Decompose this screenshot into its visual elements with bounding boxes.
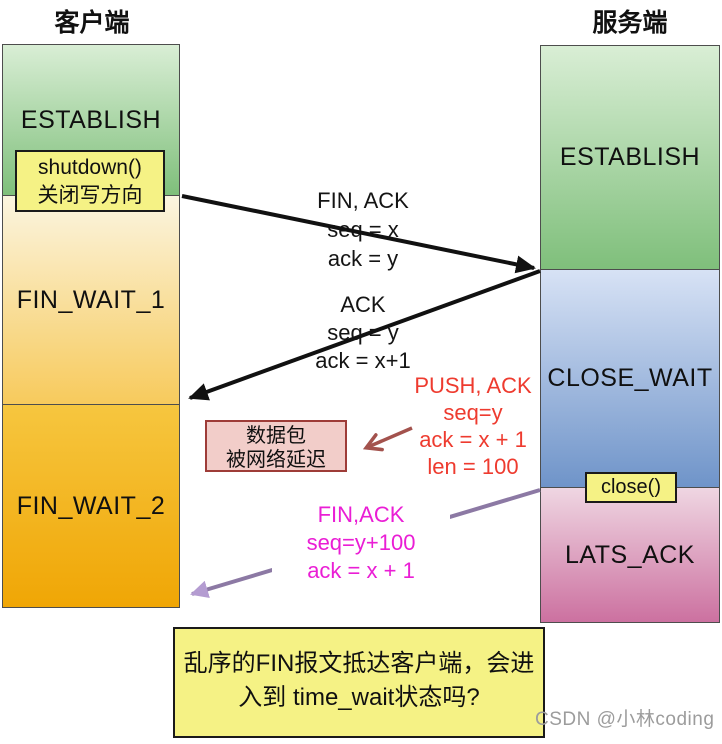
question-note: 乱序的FIN报文抵达客户端，会进 入到 time_wait状态吗?: [173, 627, 545, 738]
client-state-fin-wait-1: FIN_WAIT_1: [2, 196, 180, 405]
state-label: ESTABLISH: [559, 143, 701, 171]
watermark: CSDN @小林coding: [535, 709, 715, 730]
message-line: FIN, ACK: [317, 188, 409, 213]
server-header: 服务端: [592, 9, 668, 37]
message-line: seq = x: [327, 217, 399, 242]
delayed-packet-note: 数据包 被网络延迟: [205, 420, 347, 472]
message-line: ack = y: [327, 246, 399, 271]
close-note: close(): [585, 472, 677, 503]
state-label: ESTABLISH: [20, 105, 162, 134]
server-state-close-wait: CLOSE_WAIT: [540, 270, 720, 488]
state-label: FIN_WAIT_2: [16, 491, 166, 520]
message-retransmit-fin-ack: FIN,ACK seq=y+100 ack = x + 1: [272, 501, 450, 585]
server-state-lats-ack: LATS_ACK: [540, 488, 720, 623]
message-line: len = 100: [427, 454, 519, 479]
note-line: 关闭写方向: [37, 184, 143, 207]
state-label: LATS_ACK: [565, 540, 695, 569]
state-label: FIN_WAIT_1: [16, 285, 166, 314]
client-state-fin-wait-2: FIN_WAIT_2: [2, 405, 180, 608]
message-line: ack = x + 1: [419, 427, 527, 452]
message-line: seq=y+100: [306, 530, 416, 555]
note-line: 入到 time_wait状态吗?: [238, 684, 480, 711]
message-line: ack = x+1: [315, 348, 411, 373]
client-header: 客户端: [54, 9, 130, 37]
state-label: CLOSE_WAIT: [547, 364, 713, 392]
message-line: seq = y: [327, 320, 399, 345]
client-state-column: ESTABLISH FIN_WAIT_1 FIN_WAIT_2: [2, 44, 180, 608]
message-line: PUSH, ACK: [414, 373, 532, 398]
message-line: ACK: [340, 292, 386, 317]
note-line: 被网络延迟: [226, 449, 326, 471]
message-line: seq=y: [443, 400, 503, 425]
message-push-ack: PUSH, ACK seq=y ack = x + 1 len = 100: [398, 372, 548, 480]
message-line: ack = x + 1: [307, 558, 415, 583]
shutdown-note: shutdown() 关闭写方向: [15, 150, 165, 212]
server-state-establish: ESTABLISH: [540, 45, 720, 270]
note-line: 数据包: [246, 425, 306, 447]
message-ack: ACK seq = y ack = x+1: [280, 291, 446, 375]
note-line: 乱序的FIN报文抵达客户端，会进: [183, 650, 535, 677]
message-line: FIN,ACK: [317, 502, 405, 527]
note-line: close(): [600, 476, 661, 498]
message-fin-ack: FIN, ACK seq = x ack = y: [280, 186, 446, 273]
note-line: shutdown(): [38, 156, 142, 179]
server-state-column: ESTABLISH CLOSE_WAIT LATS_ACK: [540, 45, 720, 623]
